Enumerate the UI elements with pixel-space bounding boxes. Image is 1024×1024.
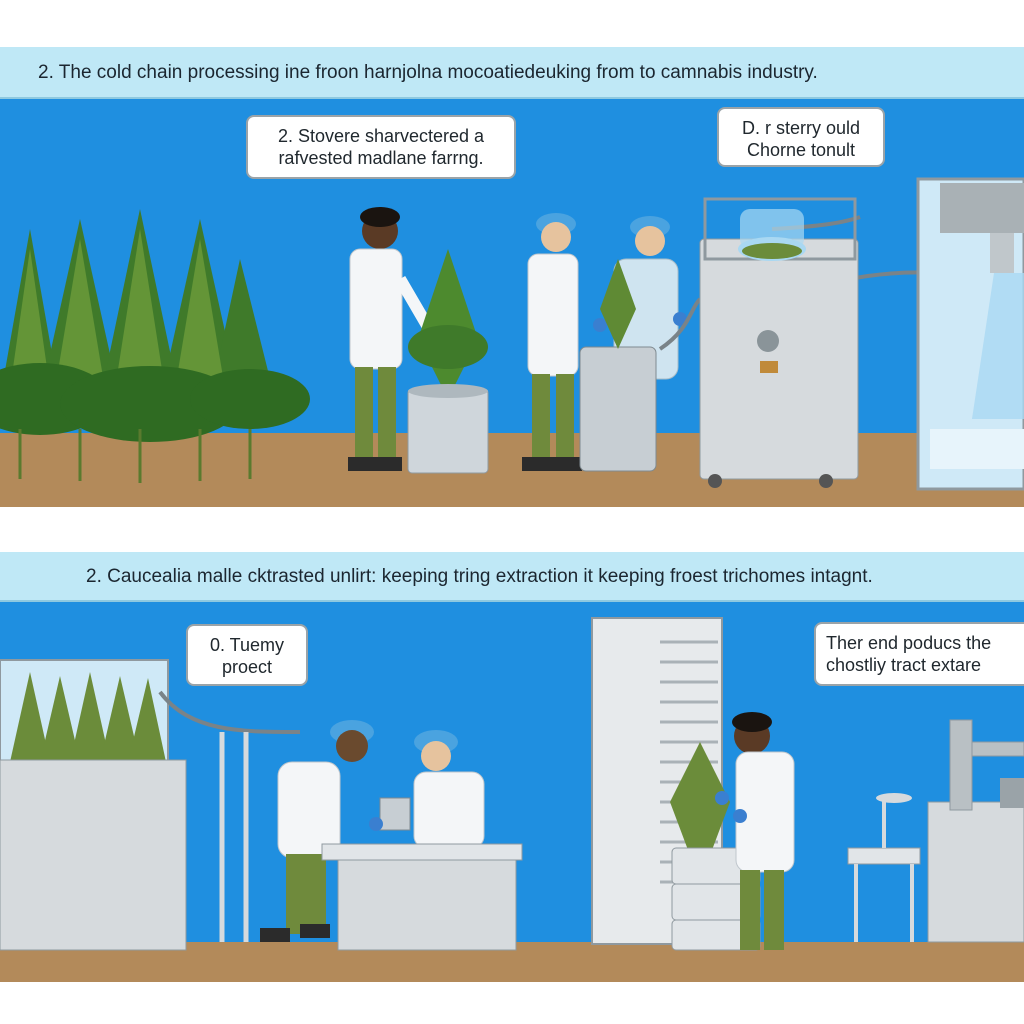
callout-harvest-line1: 2. Stovere sharvectered a	[277, 126, 485, 146]
callout-cold-storage-line1: D. r sterry ould	[741, 118, 861, 138]
top-banner: 2. The cold chain processing ine froon h…	[0, 47, 1024, 99]
callout-end-product-line2: chostliy tract extare	[826, 655, 982, 675]
top-scene: 2. Stovere sharvectered a rafvested madl…	[0, 99, 1024, 507]
callout-process-line1: 0. Tuemy	[209, 635, 285, 655]
chain-conveyor-bottom	[158, 690, 301, 734]
lab-table	[321, 843, 523, 951]
stand-pole	[219, 732, 249, 942]
callout-process: 0. Tuemy proect	[186, 624, 308, 686]
worker-with-basket	[522, 213, 607, 471]
top-illustration	[0, 177, 1024, 491]
extraction-machine	[927, 719, 1024, 943]
cold-chamber	[916, 177, 1024, 491]
drying-rack	[591, 617, 761, 951]
worker-inspecting	[413, 730, 485, 849]
callout-end-product: Ther end poducs the chostliy tract extar…	[814, 622, 1024, 686]
callout-harvest-line2: rafvested madlane farrng.	[278, 148, 484, 168]
callout-harvest: 2. Stovere sharvectered a rafvested madl…	[246, 115, 516, 179]
bottom-illustration	[0, 617, 1024, 951]
cannabis-field	[0, 209, 310, 483]
sample-stand	[847, 793, 921, 942]
mesh-basket	[579, 259, 657, 472]
potted-cannabis-plant	[407, 249, 489, 474]
callout-cold-storage-line2: Chorne tonult	[746, 140, 856, 160]
display-freezer	[0, 659, 187, 951]
bottom-scene: 0. Tuemy proect Ther end poducs the chos…	[0, 602, 1024, 982]
worker-harvesting	[348, 207, 436, 471]
callout-cold-storage: D. r sterry ould Chorne tonult	[717, 107, 885, 167]
worker-at-rack	[715, 712, 795, 950]
bottom-panel: 2. Caucealia malle cktrasted unlirt: kee…	[0, 552, 1024, 982]
worker-pouring	[260, 720, 411, 942]
callout-end-product-line1: Ther end poducs the	[826, 633, 992, 653]
bottom-banner: 2. Caucealia malle cktrasted unlirt: kee…	[0, 552, 1024, 602]
callout-process-line2: proect	[221, 657, 273, 677]
freezer-unit	[699, 197, 859, 488]
top-panel: 2. The cold chain processing ine froon h…	[0, 47, 1024, 507]
